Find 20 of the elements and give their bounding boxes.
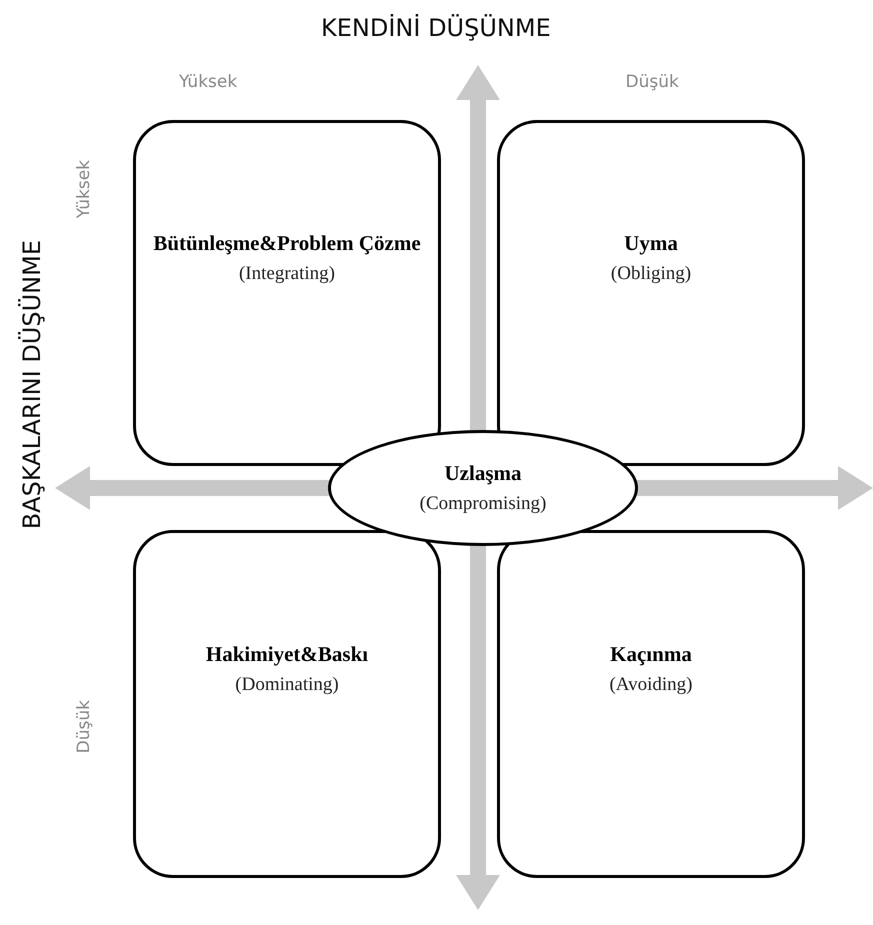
- style-title: Uzlaşma: [444, 461, 522, 487]
- style-title: Bütünleşme&Problem Çözme: [153, 231, 421, 257]
- style-box: [497, 530, 805, 878]
- style-title: Uyma: [624, 231, 678, 257]
- axis-level-label: Düşük: [74, 700, 94, 754]
- style-subtitle: (Integrating): [238, 262, 335, 285]
- axis-level-label: Düşük: [626, 72, 679, 92]
- axis-level-label: Yüksek: [179, 72, 238, 92]
- style-subtitle: (Avoiding): [609, 674, 693, 696]
- style-subtitle: (Compromising): [420, 492, 546, 515]
- axis-title: KENDİNİ DÜŞÜNME: [321, 14, 551, 42]
- axis-title: BAŞKALARINI DÜŞÜNME: [18, 240, 46, 530]
- style-subtitle: (Obliging): [610, 262, 692, 285]
- style-box: [133, 120, 441, 466]
- style-title: Kaçınma: [610, 642, 692, 668]
- axis-level-label: Yüksek: [74, 160, 94, 218]
- style-subtitle: (Dominating): [235, 674, 339, 696]
- style-title: Hakimiyet&Baskı: [206, 642, 368, 668]
- style-box: [133, 530, 441, 878]
- style-box: [497, 120, 805, 466]
